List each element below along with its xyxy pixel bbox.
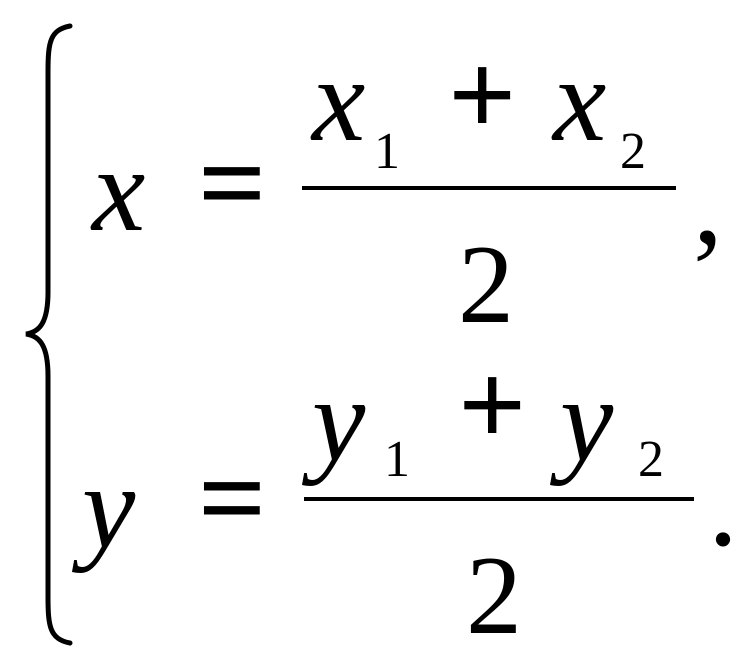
row1-comma: , <box>693 136 723 269</box>
row2-numerator-b-subscript: 2 <box>638 431 664 488</box>
row1-denominator: 2 <box>458 223 514 347</box>
row1-equals-sign: = <box>198 116 267 249</box>
row1-numerator-a-subscript: 1 <box>374 123 400 180</box>
row1-plus-sign: + <box>448 28 517 161</box>
row2-lhs-variable: y <box>82 440 136 573</box>
row2-plus-sign: + <box>458 338 527 471</box>
row1-numerator-b-subscript: 2 <box>620 123 646 180</box>
row1-numerator-a: x <box>312 33 366 166</box>
row2-numerator-b: y <box>560 353 614 486</box>
row2-fraction-bar <box>304 497 694 501</box>
row1-numerator-b: x <box>553 33 607 166</box>
row2-period: . <box>708 438 738 571</box>
row2-numerator-a: y <box>312 353 366 486</box>
row2-equals-sign: = <box>198 431 267 564</box>
left-brace <box>25 23 73 646</box>
row1-lhs-variable: x <box>92 123 146 256</box>
row1-fraction-bar <box>302 186 676 190</box>
row2-numerator-a-subscript: 1 <box>384 431 410 488</box>
row2-denominator: 2 <box>466 534 522 658</box>
